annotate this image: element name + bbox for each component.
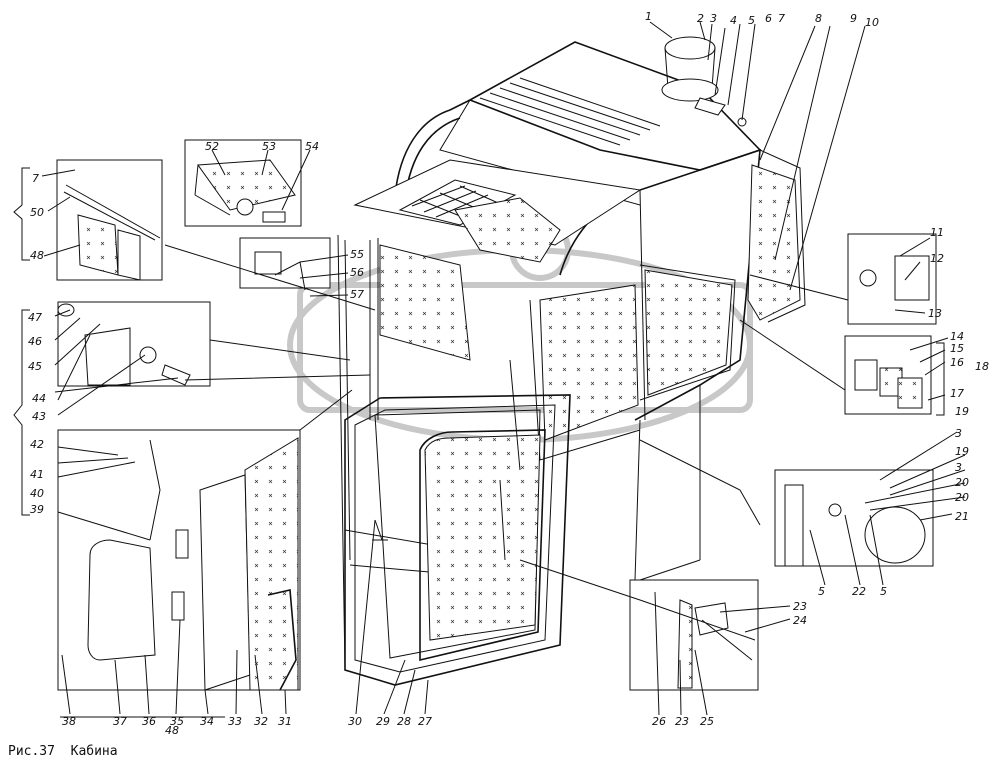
- callout-1: 1: [645, 10, 652, 23]
- callout-35: 35: [170, 715, 184, 728]
- callout-22: 22: [852, 585, 866, 598]
- callout-38: 38: [62, 715, 76, 728]
- callout-20b: 20: [955, 491, 969, 504]
- callout-12: 12: [930, 252, 944, 265]
- callout-29: 29: [376, 715, 390, 728]
- callout-11: 11: [930, 226, 944, 239]
- panel-door-stop: [57, 301, 211, 387]
- callout-55: 55: [350, 248, 364, 261]
- callout-44: 44: [32, 392, 46, 405]
- callout-23: 23: [793, 600, 807, 613]
- callout-27: 27: [418, 715, 432, 728]
- callout-54: 54: [305, 140, 319, 153]
- figure-caption: Рис.37 Кабина: [8, 744, 118, 759]
- callout-32: 32: [254, 715, 268, 728]
- callout-57: 57: [350, 288, 364, 301]
- callout-labels: 1 2 3 4 5 6 7 8 9 10 11 12 13 14 15 16 1…: [28, 10, 989, 737]
- callout-50: 50: [30, 206, 44, 219]
- callout-4: 4: [730, 14, 737, 27]
- callout-25: 25: [700, 715, 714, 728]
- callout-42: 42: [30, 438, 44, 451]
- group-brackets: [13, 167, 945, 718]
- callout-8: 8: [815, 12, 822, 25]
- callout-15: 15: [950, 342, 964, 355]
- callout-26: 26: [652, 715, 666, 728]
- callout-5: 5: [748, 14, 755, 27]
- callout-56: 56: [350, 266, 364, 279]
- callout-18: 18: [975, 360, 989, 373]
- callout-3c: 3: [955, 461, 962, 474]
- callout-41: 41: [30, 468, 44, 481]
- panel-wiper-hinge: [56, 159, 163, 281]
- callout-19: 19: [955, 405, 969, 418]
- callout-17: 17: [950, 387, 964, 400]
- callout-28: 28: [397, 715, 411, 728]
- callout-37: 37: [113, 715, 127, 728]
- panel-door-seal: [629, 579, 759, 691]
- callout-40: 40: [30, 487, 44, 500]
- callout-21: 21: [955, 510, 969, 523]
- callout-23b: 23: [675, 715, 689, 728]
- callout-31: 31: [278, 715, 292, 728]
- cabin-door: [344, 359, 571, 686]
- callout-19b: 19: [955, 445, 969, 458]
- callout-53: 53: [262, 140, 276, 153]
- callout-39: 39: [30, 503, 44, 516]
- callout-47: 47: [28, 311, 42, 324]
- callout-36: 36: [142, 715, 156, 728]
- callout-10: 10: [865, 16, 879, 29]
- callout-7b: 7: [32, 172, 39, 185]
- callout-20: 20: [955, 476, 969, 489]
- panel-seal-strip: [184, 139, 302, 227]
- callout-48: 48: [30, 249, 44, 262]
- callout-3b: 3: [955, 427, 962, 440]
- panel-lamp-bracket: [774, 469, 934, 567]
- callout-16: 16: [950, 356, 964, 369]
- callout-7: 7: [778, 12, 785, 25]
- callout-6: 6: [765, 12, 772, 25]
- callout-2: 2: [697, 12, 704, 25]
- callout-33: 33: [228, 715, 242, 728]
- callout-9: 9: [850, 12, 857, 25]
- callout-52: 52: [205, 140, 219, 153]
- panel-pads: [844, 335, 932, 415]
- callout-14: 14: [950, 330, 964, 343]
- panel-clip: [239, 237, 331, 291]
- leader-lines: [41, 21, 966, 716]
- callout-30: 30: [348, 715, 362, 728]
- cabin-body: [337, 36, 806, 671]
- callout-5c: 5: [818, 585, 825, 598]
- callout-43: 43: [32, 410, 46, 423]
- callout-13: 13: [928, 307, 942, 320]
- panel-door-lock: [57, 429, 301, 691]
- callout-34: 34: [200, 715, 214, 728]
- callout-5b: 5: [880, 585, 887, 598]
- callout-3: 3: [710, 12, 717, 25]
- panel-mirror-mount: [847, 233, 937, 325]
- callout-48b: 48: [165, 724, 179, 737]
- callout-45: 45: [28, 360, 42, 373]
- callout-24: 24: [793, 614, 807, 627]
- callout-46: 46: [28, 335, 42, 348]
